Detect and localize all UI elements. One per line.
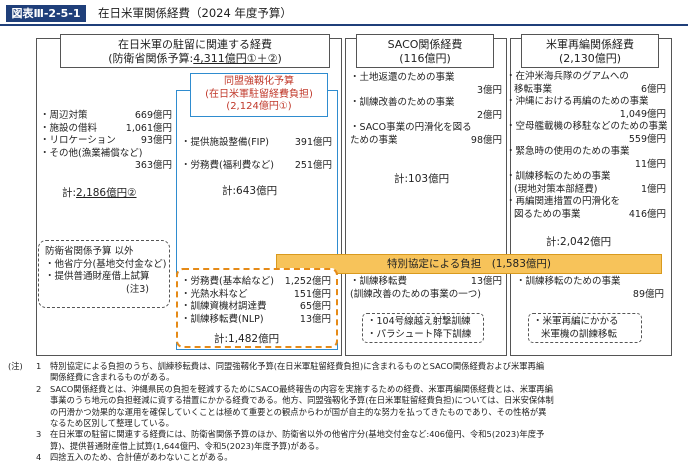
alliance-items-list: ・提供施設整備(FIP)391億円 ・労務費(福利費など)251億円 (181, 137, 332, 172)
realignment-training-dashed-box: ・米軍再編にかかる 米軍機の訓練移転 (528, 313, 642, 343)
saco-training-dashed-box: ・104号線越え射撃訓練 ・パラシュート降下訓練 (362, 313, 484, 343)
other-ministries-line: ・他省庁分(基地交付金など) (45, 258, 167, 270)
other-ministries-line: 防衛省関係予算 以外 (45, 246, 134, 257)
realignment-header: 米軍再編関係経費 (2,130億円) (521, 34, 659, 68)
figure-title: 在日米軍関係経費（2024 年度予算） (98, 6, 292, 20)
note-reference: (注3) (126, 283, 149, 295)
list-item: ・労務費(福利費など)251億円 (181, 159, 332, 171)
special-hns-total: 計:1,482億円 (214, 333, 280, 345)
list-item: ・提供施設整備(FIP)391億円 (181, 137, 332, 148)
saco-title: SACO関係経費 (387, 38, 463, 51)
alliance-total: 計:643億円 (222, 185, 278, 197)
list-item: ・その他(漁業補償など) (40, 147, 143, 159)
stationing-costs-header: 在日米軍の駐留に関連する経費 (防衛省関係予算:4,311億円①＋②) (60, 34, 330, 68)
stationing-costs-subtitle: (防衛省関係予算:4,311億円①＋②) (108, 52, 282, 65)
realignment-costs-box (510, 38, 672, 356)
realignment-title: 米軍再編関係経費 (546, 38, 634, 51)
realignment-special-item: ・訓練移転のための事業 89億円 (516, 276, 664, 300)
list-item: ・訓練移転のための事業(現地対策本部経費)1億円 (506, 171, 666, 195)
figure-number-badge: 図表Ⅲ-2-5-1 (6, 5, 86, 22)
saco-header: SACO関係経費 (116億円) (356, 34, 494, 68)
realignment-total: 計:2,042億円 (546, 236, 612, 248)
list-item: ・訓練移転費(NLP)13億円 (181, 313, 331, 325)
header-rule (0, 24, 688, 26)
stationing-total: 計:2,186億円② (62, 187, 137, 199)
saco-amount: (116億円) (399, 52, 451, 65)
alliance-resilience-title: 同盟強靱化予算 (在日米軍駐留経費負担) (2,124億円①) (190, 73, 328, 117)
saco-costs-box (345, 38, 507, 356)
realignment-amount: (2,130億円) (558, 52, 622, 65)
list-item: ・労務費(基本給など)1,252億円 (181, 276, 331, 287)
stationing-costs-title: 在日米軍の駐留に関連する経費 (118, 38, 272, 51)
other-ministries-box: 防衛省関係予算 以外 ・他省庁分(基地交付金など) ・提供普通財産借上試算 (注… (38, 240, 170, 308)
special-agreement-band: 特別協定による負担 (1,583億円) (276, 254, 662, 274)
other-ministries-line: ・提供普通財産借上試算 (45, 271, 150, 282)
saco-total: 計:103億円 (394, 173, 450, 185)
list-item: 363億円 (134, 160, 172, 171)
special-agreement-hns-box (176, 268, 338, 348)
